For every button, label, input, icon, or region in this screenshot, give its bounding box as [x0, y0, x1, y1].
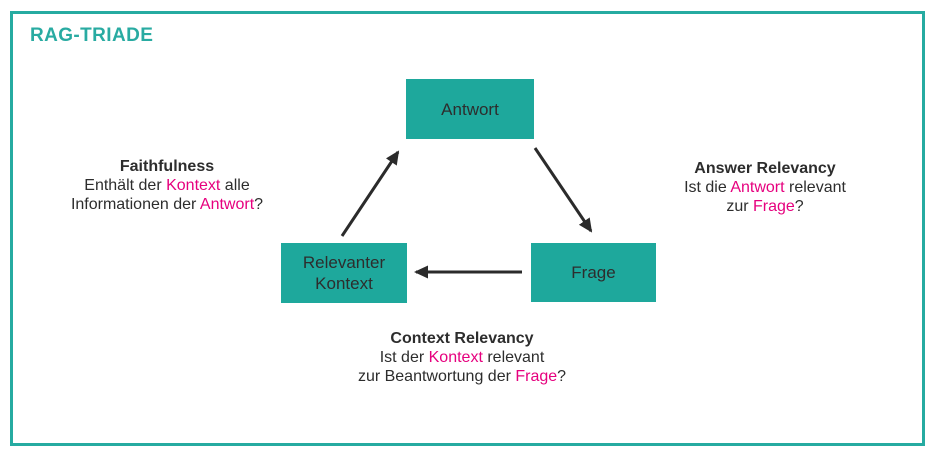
node-relevanter-kontext: Relevanter Kontext — [281, 243, 407, 303]
annotation-faithfulness: Faithfulness Enthält der Kontext alle In… — [47, 157, 287, 214]
annotation-faithfulness-heading: Faithfulness — [119, 158, 215, 175]
kontext-highlight: Kontext — [428, 349, 483, 366]
text-segment: Informationen der — [70, 196, 200, 213]
text-segment: zur — [726, 198, 753, 215]
text-segment: Ist der — [379, 349, 429, 366]
frage-highlight: Frage — [515, 368, 558, 385]
text-segment: ? — [557, 368, 567, 385]
text-segment: ? — [254, 196, 264, 213]
node-frage: Frage — [531, 243, 656, 302]
annotation-answer-relevancy-line1: Ist die Antwort relevant — [655, 178, 875, 197]
antwort-highlight: Antwort — [199, 196, 255, 213]
annotation-answer-relevancy: Answer Relevancy Ist die Antwort relevan… — [655, 159, 875, 216]
text-segment: Enthält der — [84, 177, 167, 194]
annotation-answer-relevancy-line2: zur Frage? — [655, 197, 875, 216]
antwort-highlight: Antwort — [730, 179, 785, 196]
annotation-faithfulness-line2: Informationen der Antwort? — [47, 195, 287, 214]
node-frage-label: Frage — [571, 263, 616, 282]
text-segment: Ist die — [684, 179, 731, 196]
annotation-context-relevancy-line1: Ist der Kontext relevant — [337, 348, 587, 367]
slide-border — [10, 11, 925, 446]
text-segment: relevant — [784, 179, 846, 196]
annotation-answer-relevancy-heading: Answer Relevancy — [694, 160, 836, 177]
node-antwort-label: Antwort — [441, 99, 499, 119]
page-title: RAG-TRIADE — [30, 25, 154, 46]
kontext-highlight: Kontext — [166, 177, 221, 194]
frage-highlight: Frage — [752, 198, 795, 215]
node-relevanter-kontext-label: Relevanter Kontext — [302, 253, 386, 293]
annotation-faithfulness-line1: Enthält der Kontext alle — [47, 176, 287, 195]
text-segment: ? — [794, 198, 804, 215]
annotation-context-relevancy-line2: zur Beantwortung der Frage? — [337, 367, 587, 386]
annotation-context-relevancy-heading: Context Relevancy — [390, 330, 534, 347]
annotation-context-relevancy: Context Relevancy Ist der Kontext releva… — [337, 329, 587, 386]
text-segment: alle — [220, 177, 250, 194]
text-segment: relevant — [482, 349, 545, 366]
text-segment: zur Beantwortung der — [357, 368, 516, 385]
node-antwort: Antwort — [406, 79, 534, 139]
